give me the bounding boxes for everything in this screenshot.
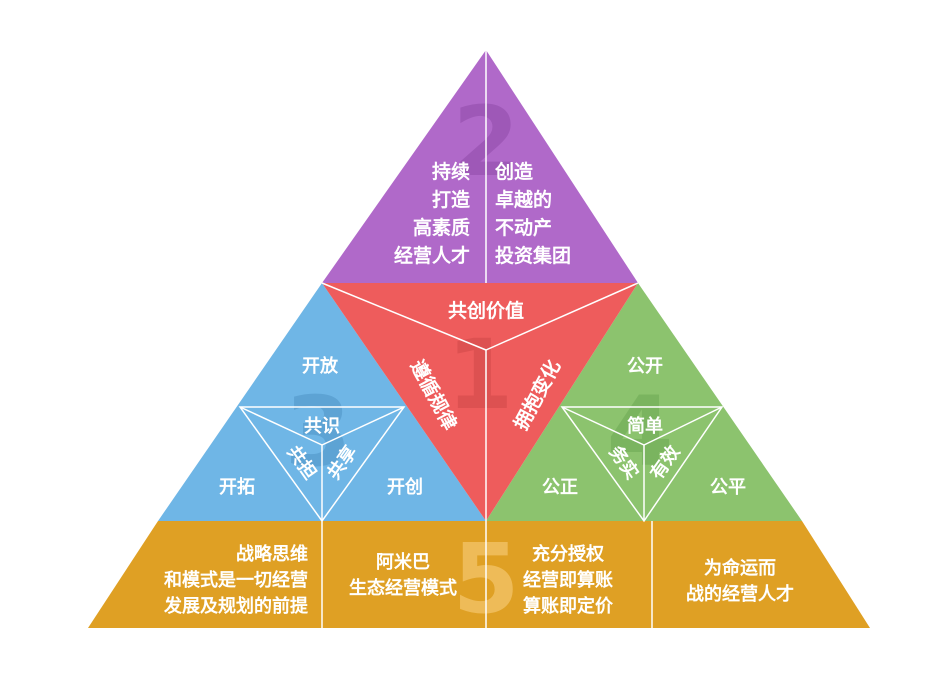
svg-text:生态经营模式: 生态经营模式 (349, 577, 457, 599)
right-bottom-right: 公平 (710, 477, 746, 498)
left-triangle (158, 283, 486, 521)
right-number: 4 (607, 376, 674, 488)
svg-text:和模式是一切经营: 和模式是一切经营 (164, 569, 308, 591)
svg-text:投资集团: 投资集团 (495, 244, 571, 267)
svg-text:不动产: 不动产 (495, 216, 552, 239)
right-inner-triangle (560, 406, 724, 523)
svg-text:为命运而: 为命运而 (704, 557, 776, 579)
right-top-label: 公开 (627, 356, 663, 377)
left-inner-top: 共识 (304, 416, 340, 437)
svg-text:发展及规划的前提: 发展及规划的前提 (163, 595, 309, 617)
svg-text:高素质: 高素质 (413, 216, 470, 239)
svg-text:卓越的: 卓越的 (495, 188, 552, 211)
bottom-band (88, 521, 870, 628)
top-left-text: 持续 打造 高素质 经营人才 (394, 160, 471, 267)
svg-text:充分授权: 充分授权 (532, 543, 605, 565)
top-right-text: 创造 卓越的 不动产 投资集团 (494, 160, 571, 267)
bottom-cell-1: 战略思维 和模式是一切经营 发展及规划的前提 (163, 543, 309, 617)
svg-text:算账即定价: 算账即定价 (523, 595, 614, 617)
svg-text:经营人才: 经营人才 (394, 244, 470, 267)
top-triangle (322, 50, 638, 283)
bottom-cell-2: 阿米巴 生态经营模式 (349, 551, 457, 599)
left-bottom-left: 开拓 (219, 476, 255, 498)
svg-text:持续: 持续 (432, 160, 470, 183)
left-number: 3 (285, 376, 352, 488)
bottom-cell-4: 为命运而 战的经营人才 (686, 557, 794, 605)
svg-text:经营即算账: 经营即算账 (523, 569, 613, 591)
left-inner-triangle (238, 406, 406, 523)
bottom-cell-3: 充分授权 经营即算账 算账即定价 (523, 543, 614, 617)
right-inner-top: 简单 (627, 415, 663, 437)
svg-text:阿米巴: 阿米巴 (376, 551, 430, 573)
svg-text:战的经营人才: 战的经营人才 (686, 583, 794, 605)
left-top-label: 开放 (302, 355, 339, 377)
svg-text:创造: 创造 (494, 160, 534, 183)
svg-text:战略思维: 战略思维 (236, 543, 308, 565)
right-triangle (486, 283, 802, 521)
bottom-dividers (321, 521, 653, 628)
center-top-label: 共创价值 (448, 299, 524, 322)
svg-text:打造: 打造 (432, 188, 471, 211)
left-bottom-right: 开创 (387, 476, 423, 498)
center-dividers (321, 282, 639, 521)
right-bottom-left: 公正 (542, 477, 578, 498)
center-triangle (322, 283, 638, 521)
